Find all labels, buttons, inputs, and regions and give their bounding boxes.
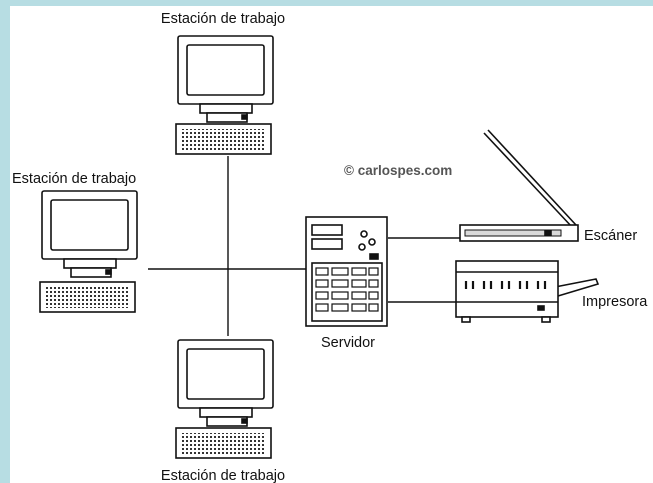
- server-icon: [305, 216, 388, 327]
- workstation-bottom-label: Estación de trabajo: [161, 468, 285, 483]
- network-links: [148, 156, 460, 336]
- scanner-label: Escáner: [584, 228, 637, 244]
- workstation-top-icon: [175, 35, 274, 155]
- watermark-text: © carlospes.com: [344, 163, 452, 178]
- printer-label: Impresora: [582, 294, 648, 310]
- printer-icon: [455, 260, 600, 323]
- scanner-icon: [459, 129, 579, 242]
- workstation-left-label: Estación de trabajo: [12, 171, 136, 187]
- workstation-top-label: Estación de trabajo: [161, 11, 285, 27]
- workstation-bottom-icon: [175, 339, 274, 459]
- network-diagram: Estación de trabajo Estación de trabajo …: [10, 6, 653, 483]
- server-label: Servidor: [321, 335, 375, 351]
- workstation-left-icon: [39, 190, 138, 313]
